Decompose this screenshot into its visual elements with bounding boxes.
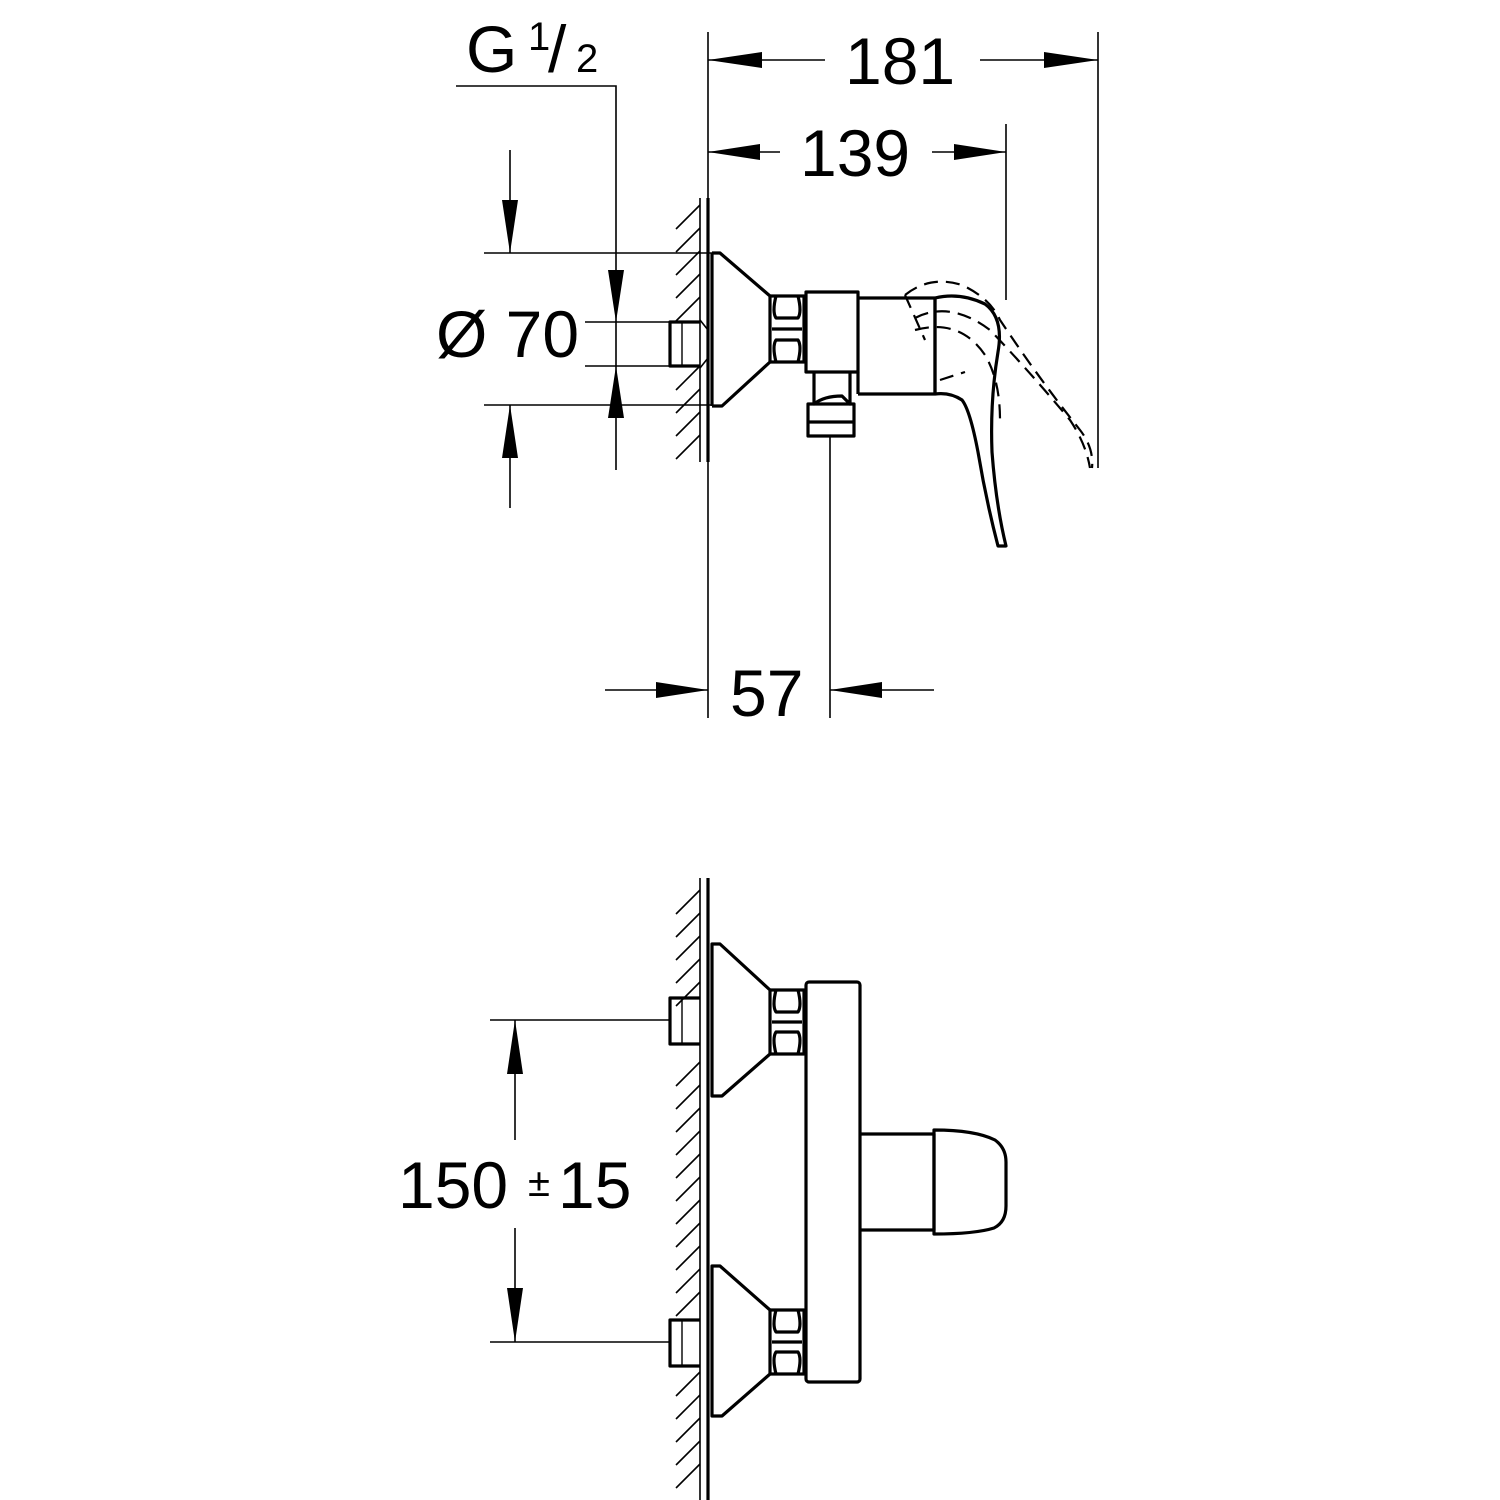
side-lever-handle [934, 294, 1008, 548]
overall-width-label: 181 [845, 24, 955, 98]
side-rosette [712, 251, 772, 408]
dim-handle-depth: 139 [708, 116, 1007, 300]
thread-label: G [466, 12, 517, 86]
spacing-value: 150 [398, 1148, 508, 1222]
side-wall [675, 198, 710, 462]
front-upper-inlet [668, 942, 806, 1098]
side-inlet-connector [668, 319, 709, 369]
dim-outlet-offset: 57 [605, 436, 934, 730]
front-mixer-body [804, 980, 862, 1384]
dim-overall-width: 181 [707, 24, 1099, 468]
front-handle [860, 1128, 1008, 1236]
thread-sub: 2 [576, 37, 598, 81]
front-wall [675, 878, 710, 1500]
front-lower-inlet [668, 1264, 806, 1418]
side-mixer-body [804, 290, 937, 438]
front-view: 150 ± 15 [398, 878, 1008, 1500]
spacing-plusminus: ± [528, 1161, 550, 1205]
side-view: G 1 / 2 Ø 70 181 [436, 12, 1099, 730]
thread-sup: 1 [528, 15, 550, 59]
handle-depth-label: 139 [800, 116, 910, 190]
thread-slash: / [548, 12, 567, 86]
diameter-label: Ø 70 [436, 297, 579, 371]
side-hex-nut [770, 294, 806, 364]
dim-thread: G 1 / 2 [456, 12, 676, 470]
outlet-offset-label: 57 [730, 656, 803, 730]
side-lever-dashed [903, 280, 1094, 469]
dim-diameter: Ø 70 [436, 150, 712, 508]
spacing-tolerance: 15 [558, 1148, 631, 1222]
dim-inlet-spacing: 150 ± 15 [398, 1019, 670, 1343]
